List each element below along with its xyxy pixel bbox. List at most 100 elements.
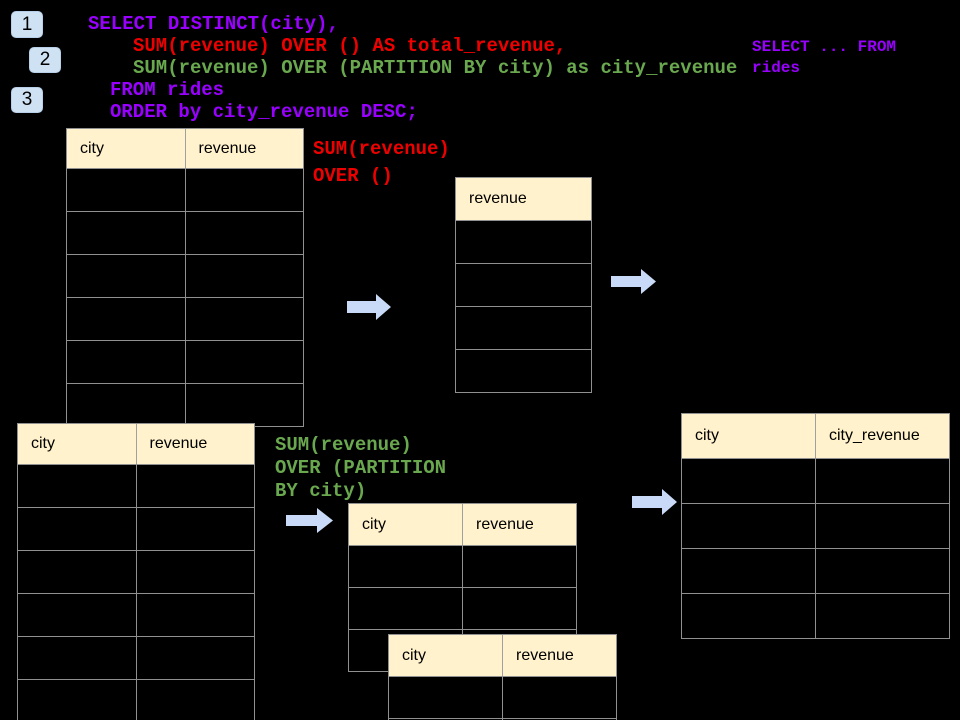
table-cell	[815, 549, 949, 593]
table-row	[456, 349, 591, 392]
table-cell	[67, 341, 185, 383]
column-header-city: city	[695, 427, 719, 444]
table-header-row: city city_revenue	[682, 414, 949, 458]
sql-line-city-revenue: SUM(revenue) OVER (PARTITION BY city) as…	[133, 57, 738, 79]
table-row	[18, 550, 254, 593]
table-cell	[67, 298, 185, 340]
table-cell	[67, 212, 185, 254]
table-row	[389, 676, 616, 718]
table-cell	[184, 255, 304, 297]
column-header-revenue: revenue	[462, 504, 576, 545]
table-cell	[462, 546, 576, 587]
column-header-city: city	[80, 139, 104, 157]
step-badge-label: 3	[21, 89, 33, 110]
sql-line-order-by: ORDER by city_revenue DESC;	[110, 101, 418, 123]
table-row	[67, 340, 303, 383]
annotation-over-empty: SUM(revenue) OVER ()	[313, 138, 450, 187]
table-cell	[682, 504, 815, 548]
table-cell	[815, 504, 949, 548]
arrow-right-icon	[347, 294, 391, 320]
column-header-city-revenue: city_revenue	[815, 414, 949, 458]
table-header-row: city revenue	[389, 635, 616, 676]
table-partition-result: city city_revenue	[681, 413, 950, 639]
table-source-top: city revenue	[66, 128, 304, 427]
column-header-city: city	[362, 515, 386, 533]
table-row	[67, 297, 303, 340]
table-row	[682, 593, 949, 638]
step-badge-1: 1	[11, 11, 43, 38]
table-row	[18, 507, 254, 550]
table-cell	[456, 221, 591, 263]
step-badge-2: 2	[29, 47, 61, 73]
annotation-over-partition: SUM(revenue) OVER (PARTITION BY city)	[275, 434, 447, 502]
table-cell	[67, 384, 185, 426]
sql-line-from: FROM rides	[110, 79, 225, 101]
table-cell	[682, 549, 815, 593]
table-body	[682, 458, 949, 638]
table-cell	[135, 594, 255, 636]
column-header-revenue: revenue	[184, 129, 304, 168]
table-row	[67, 254, 303, 297]
table-cell	[184, 341, 304, 383]
table-cell	[815, 594, 949, 638]
arrow-right-icon	[632, 489, 677, 515]
step-badge-label: 1	[21, 13, 33, 35]
table-row	[18, 464, 254, 507]
table-cell	[456, 307, 591, 349]
table-row	[67, 211, 303, 254]
table-cell	[135, 680, 255, 720]
step-badge-label: 2	[39, 49, 51, 70]
arrow-right-icon	[286, 508, 333, 533]
arrow-right-icon	[611, 269, 656, 294]
table-header-row: city revenue	[67, 129, 303, 168]
table-row	[67, 383, 303, 426]
table-cell	[18, 680, 136, 720]
table-cell	[18, 551, 136, 593]
sql-line-total-revenue: SUM(revenue) OVER () AS total_revenue,	[133, 35, 567, 57]
table-body	[389, 676, 616, 720]
table-cell	[18, 637, 136, 679]
table-cell	[18, 594, 136, 636]
table-row	[682, 503, 949, 548]
table-row	[349, 587, 576, 629]
table-source-bottom: city revenue	[17, 423, 255, 720]
table-row	[456, 220, 591, 263]
table-cell	[456, 350, 591, 392]
table-cell	[67, 169, 185, 211]
table-cell	[184, 169, 304, 211]
table-cell	[184, 212, 304, 254]
table-total-result: revenue	[455, 177, 592, 393]
table-cell	[349, 588, 462, 629]
table-cell	[67, 255, 185, 297]
table-cell	[18, 508, 136, 550]
column-header-revenue: revenue	[502, 635, 616, 676]
table-cell	[184, 298, 304, 340]
table-header-row: revenue	[456, 178, 591, 220]
table-cell	[462, 588, 576, 629]
table-row	[18, 679, 254, 720]
table-body	[67, 168, 303, 426]
table-partition-step-overlay: city revenue	[388, 634, 617, 720]
table-body	[456, 220, 591, 392]
table-row	[682, 548, 949, 593]
table-row	[682, 458, 949, 503]
table-cell	[682, 459, 815, 503]
column-header-city: city	[31, 435, 55, 452]
table-cell	[135, 465, 255, 507]
table-row	[456, 263, 591, 306]
column-header-revenue: revenue	[135, 424, 255, 464]
table-row	[456, 306, 591, 349]
table-cell	[349, 546, 462, 587]
table-row	[18, 636, 254, 679]
table-cell	[135, 508, 255, 550]
column-header-revenue: revenue	[469, 190, 527, 207]
table-cell	[682, 594, 815, 638]
table-cell	[389, 677, 502, 718]
table-cell	[135, 637, 255, 679]
table-cell	[456, 264, 591, 306]
table-cell	[815, 459, 949, 503]
table-cell	[135, 551, 255, 593]
table-header-row: city revenue	[18, 424, 254, 464]
select-from-rides-note: SELECT ... FROM rides	[752, 38, 897, 77]
